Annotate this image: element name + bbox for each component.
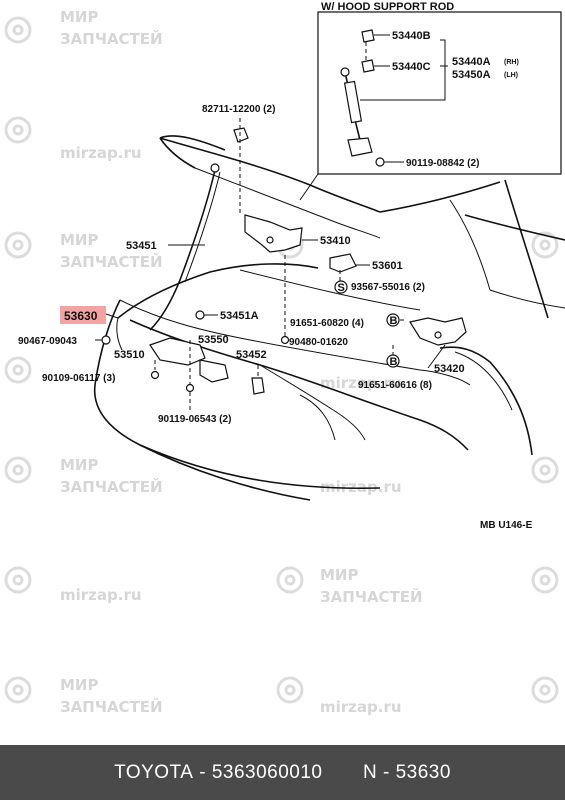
footer-sep: - — [377, 761, 396, 783]
label-90119-08842: 90119-08842 (2) — [406, 158, 479, 169]
footer-ref: 53630 — [395, 761, 451, 783]
watermark-block: mirzap.ru МИР ЗАПЧАСТЕЙ — [4, 566, 423, 606]
footer-sep: - — [193, 761, 212, 783]
label-53630: 53630 — [64, 309, 98, 323]
watermark-line1: МИР — [60, 456, 98, 474]
watermark-line2: ЗАПЧАСТЕЙ — [60, 477, 163, 496]
footer-ref-prefix: N — [362, 761, 378, 783]
circle-mark-b-label: B — [390, 356, 398, 368]
inset-panel — [317, 11, 562, 175]
label-53451A: 53451A — [220, 310, 259, 322]
watermark-domain: mirzap.ru — [60, 144, 142, 162]
footer-part-number: 5363060010 — [211, 761, 323, 783]
label-53550: 53550 — [198, 334, 229, 346]
watermark-block: МИР ЗАПЧАСТЕЙ — [4, 8, 163, 48]
labels: W/ HOOD SUPPORT ROD 53440B 53440C 53440A… — [18, 1, 533, 531]
watermark-line1: МИР — [320, 566, 358, 584]
watermark-line2: ЗАПЧАСТЕЙ — [320, 587, 423, 606]
label-53601: 53601 — [372, 260, 403, 272]
watermark-line2: ЗАПЧАСТЕЙ — [60, 697, 163, 716]
diagram-code: MB U146-E — [480, 520, 533, 531]
label-53440A: 53440A — [452, 56, 491, 68]
watermark-line1: МИР — [60, 231, 98, 249]
label-53410: 53410 — [320, 235, 351, 247]
watermark-block: mirzap.ru — [4, 116, 142, 162]
label-53440A-side: (RH) — [504, 59, 519, 66]
watermark-line2: ЗАПЧАСТЕЙ — [60, 252, 163, 271]
watermark-domain: mirzap.ru — [320, 698, 402, 716]
label-53510: 53510 — [114, 349, 145, 361]
label-90480-01620: 90480-01620 — [289, 337, 348, 348]
label-91651-60820: 91651-60820 (4) — [290, 318, 364, 329]
footer-brand: TOYOTA — [114, 761, 194, 783]
label-82711-12200: 82711-12200 (2) — [202, 104, 275, 115]
circle-mark-b — [386, 313, 400, 327]
label-53420: 53420 — [434, 363, 465, 375]
watermark-block — [531, 456, 559, 484]
label-53440C: 53440C — [392, 61, 431, 73]
circle-mark-s-label: S — [338, 282, 345, 294]
footer-gap — [323, 762, 363, 784]
watermark-line1: МИР — [60, 676, 98, 694]
label-53450A-side: (LH) — [504, 72, 518, 79]
label-53452: 53452 — [236, 349, 267, 361]
label-90109-06117: 90109-06117 (3) — [42, 373, 115, 384]
leader-lines — [95, 118, 446, 412]
label-90467-09043: 90467-09043 — [18, 336, 77, 347]
inset-connector — [299, 173, 319, 201]
label-53440B: 53440B — [392, 30, 431, 42]
watermark-block: МИР ЗАПЧАСТЕЙ mirzap.ru — [4, 456, 402, 496]
inset-title: W/ HOOD SUPPORT ROD — [321, 1, 454, 13]
label-90119-06543: 90119-06543 (2) — [158, 414, 231, 425]
label-93567-55016: 93567-55016 (2) — [351, 282, 425, 293]
part-highlight — [60, 306, 106, 324]
label-91651-60616: 91651-60616 (8) — [358, 380, 432, 391]
watermark-domain: mirzap.ru — [60, 586, 142, 604]
watermark-line1: МИР — [60, 8, 98, 26]
watermark-domain: mirzap.ru — [320, 478, 402, 496]
callout-marks: S B B — [334, 280, 400, 368]
watermark-block: mirzap.ru — [4, 356, 402, 392]
circle-mark-b — [386, 354, 400, 368]
footer-bar: TOYOTA - 5363060010 N - 53630 — [0, 745, 565, 800]
watermark-block: МИР ЗАПЧАСТЕЙ mirzap.ru — [4, 676, 559, 716]
watermark-domain: mirzap.ru — [320, 374, 402, 392]
label-53451: 53451 — [126, 240, 157, 252]
label-53450A: 53450A — [452, 69, 491, 81]
parts — [101, 127, 467, 395]
watermark-block — [531, 566, 559, 594]
watermark-block — [531, 231, 559, 259]
watermark-line2: ЗАПЧАСТЕЙ — [60, 29, 163, 48]
circle-mark-b-label: B — [390, 315, 398, 327]
circle-mark-s — [334, 280, 348, 294]
watermark-block: МИР ЗАПЧАСТЕЙ — [4, 231, 163, 271]
